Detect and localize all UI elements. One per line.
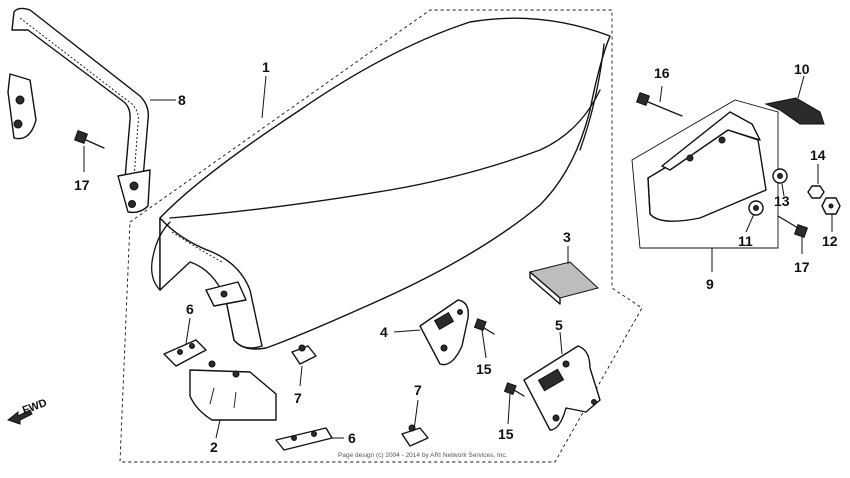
callout-11: 11 [738,233,753,249]
leader-lines [83,75,833,439]
callout-15-lower: 15 [498,426,514,442]
copyright-notice: Page design (c) 2004 - 2014 by ARI Netwo… [338,452,508,459]
callout-6-lower: 6 [348,430,356,446]
callout-9: 9 [706,276,714,292]
callout-7-upper: 7 [294,390,302,406]
grab-rail [7,7,151,214]
nut-7-lower [401,424,429,447]
washer-11 [748,200,764,216]
bolt-15-upper [473,318,495,335]
callout-12: 12 [822,233,838,249]
seat [151,17,611,350]
callout-6-upper: 6 [186,301,194,317]
nut-14 [807,185,825,199]
callout-2: 2 [210,439,218,455]
nut-12 [821,197,841,215]
callout-4: 4 [380,324,388,340]
callout-14: 14 [810,147,826,163]
callout-16: 16 [654,65,670,81]
seat-plate [189,360,277,421]
tail-light [647,111,767,222]
seat-pad [528,261,600,305]
seat-assembly-boundary [119,9,643,463]
clip-6-upper [163,339,207,367]
fwd-label: FWD [21,397,49,417]
callout-17-right: 17 [794,259,810,275]
bracket-rear [523,345,601,431]
callout-15-upper: 15 [476,361,492,377]
bolt-left [73,129,105,149]
bolt-16 [635,91,683,117]
bracket-front [419,299,469,366]
callout-8: 8 [178,92,186,108]
bolt-15-lower [503,382,525,397]
washer-13 [772,168,788,184]
callout-3: 3 [563,229,571,245]
callout-13: 13 [774,193,790,209]
callout-5: 5 [555,317,563,333]
clip-6-lower [275,427,333,451]
callout-1: 1 [262,59,270,75]
nut-7-upper [291,344,317,365]
callout-17-left: 17 [74,177,90,193]
callout-7-lower: 7 [414,382,422,398]
callout-10: 10 [794,61,810,77]
bolt-right [777,215,809,239]
bracket-10 [764,97,825,125]
fwd-arrow: FWD [6,397,49,425]
